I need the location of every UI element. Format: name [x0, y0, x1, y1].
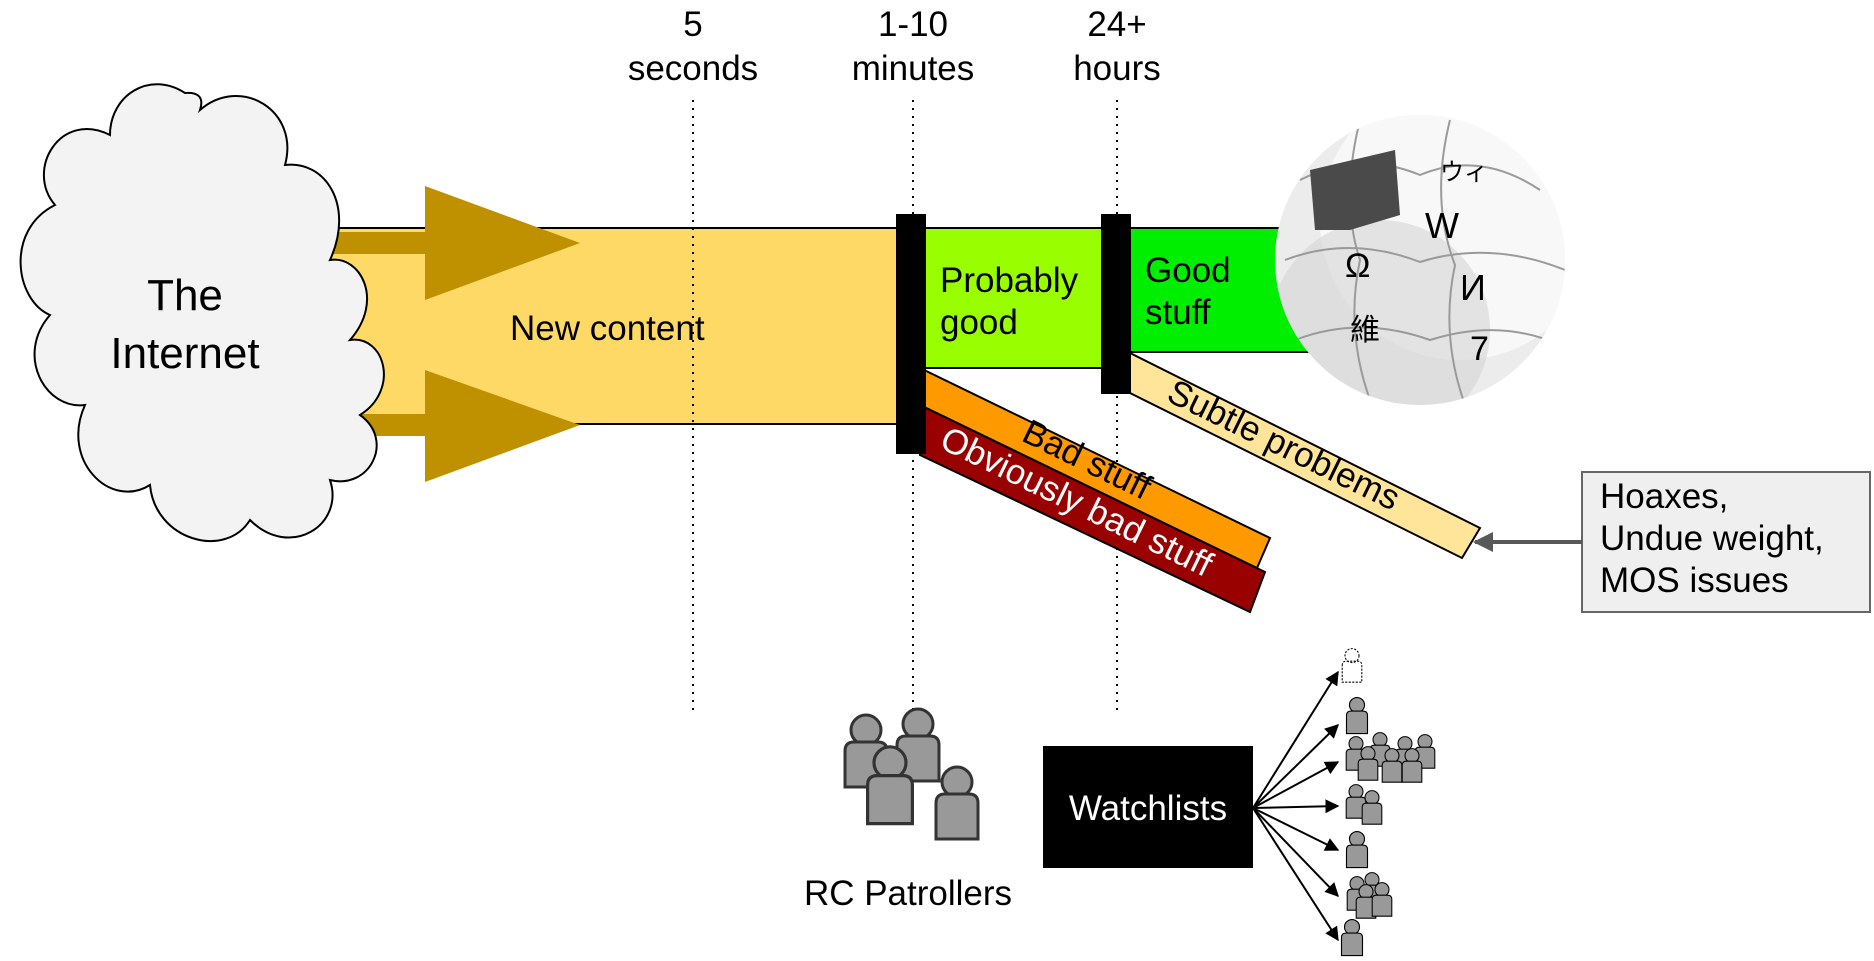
callout-line1: Hoaxes, [1600, 477, 1728, 516]
globe-glyph-kana: ウィ [1440, 159, 1488, 186]
callout-line2: Undue weight, [1600, 519, 1824, 558]
rc-patrollers-icon [843, 707, 980, 841]
timeline-5s-line2: seconds [628, 49, 758, 88]
watcher-people-icons [1340, 696, 1436, 957]
new-content-label: New content [510, 309, 705, 348]
timeline-5s-line1: 5 [683, 5, 702, 44]
watchlists-label: Watchlists [1069, 789, 1227, 828]
internet-cloud [19, 83, 385, 543]
globe-glyph-seven: 7 [1470, 330, 1489, 368]
globe-glyph-cjk: 維 [1350, 314, 1380, 347]
watchlist-fanout-arrows [1252, 670, 1340, 942]
globe-glyph-i: И [1460, 267, 1486, 308]
globe-glyph-w: W [1425, 205, 1459, 246]
timeline-min-line1: 1-10 [878, 5, 948, 44]
good-stuff-line2: stuff [1145, 293, 1211, 332]
timeline-min-line2: minutes [852, 49, 975, 88]
callout-box [1581, 471, 1871, 613]
timeline-hours-line2: hours [1073, 49, 1161, 88]
watchlist-gate [1101, 214, 1131, 394]
rc-patrol-gate [896, 214, 926, 454]
wikipedia-globe-logo: Ω W И 維 ウィ 7 [1275, 115, 1565, 405]
watcher-dashed-person-icon [1341, 648, 1363, 683]
globe-glyph-omega: Ω [1345, 247, 1370, 285]
inflow-arrow-top [330, 186, 580, 300]
probably-good-line2: good [940, 303, 1018, 342]
callout-line3: MOS issues [1600, 561, 1789, 600]
timeline-hours-line1: 24+ [1087, 5, 1146, 44]
rc-patrollers-label: RC Patrollers [804, 874, 1012, 913]
internet-label-line2: Internet [110, 329, 259, 378]
good-stuff-line1: Good [1145, 251, 1231, 290]
probably-good-line1: Probably [940, 261, 1079, 300]
probably-good-band [919, 227, 1104, 369]
internet-label-line1: The [147, 271, 223, 320]
watchlists-box [1043, 746, 1253, 868]
